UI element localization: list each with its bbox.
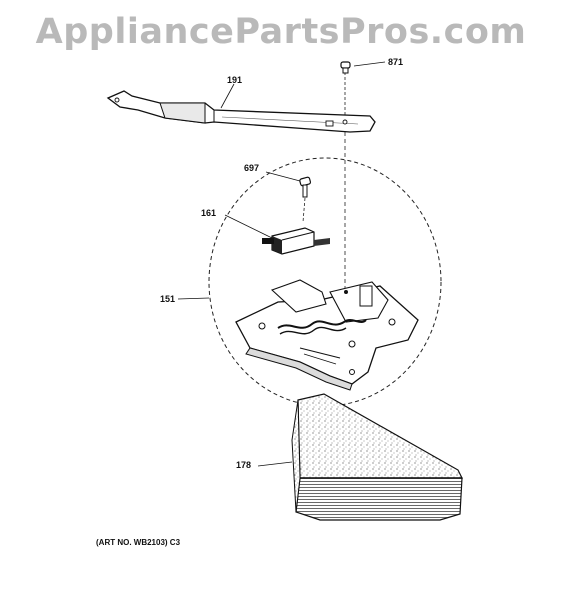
callout-178: 178 <box>236 460 252 470</box>
callout-871: 871 <box>388 57 404 67</box>
insulation-block-178 <box>257 393 463 521</box>
callout-697: 697 <box>244 163 260 173</box>
leader-151 <box>177 297 210 300</box>
detail-circle-151 <box>208 157 442 407</box>
art-number: (ART NO. WB2103) C3 <box>96 538 181 547</box>
callout-161: 161 <box>201 208 217 218</box>
screw-697 <box>265 171 312 223</box>
callout-151: 151 <box>160 294 176 304</box>
plate-assembly-151 <box>235 279 419 391</box>
arm-191 <box>106 83 376 133</box>
switch-161 <box>224 214 330 255</box>
screw-871 <box>340 61 386 118</box>
site-watermark: AppliancePartsPros.com <box>35 12 527 52</box>
callout-191: 191 <box>227 75 243 85</box>
